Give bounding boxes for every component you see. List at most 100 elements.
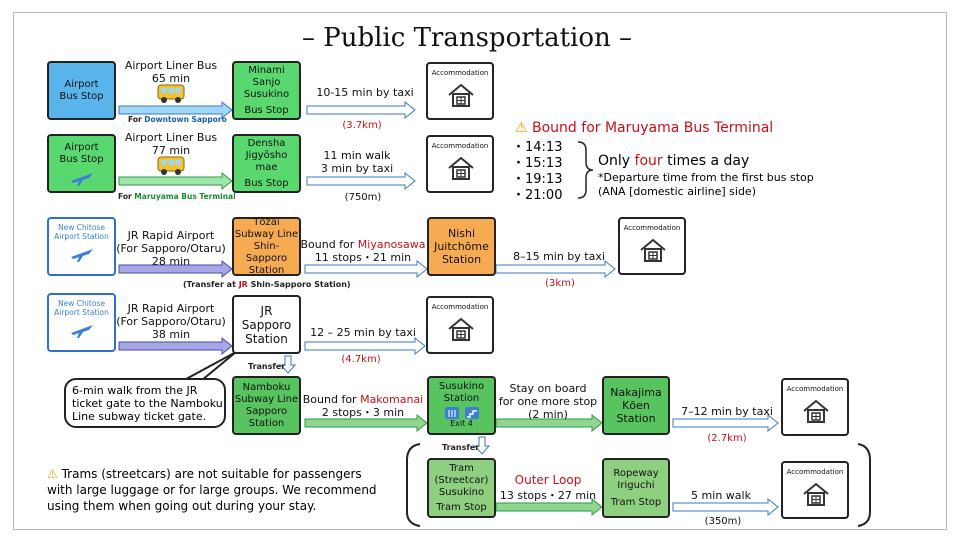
exit-stairs-icon: [464, 407, 479, 419]
row4-new-chitose-station: New Chitose Airport Station: [47, 293, 116, 352]
row6-stop-line3: Susukino: [438, 486, 485, 498]
row3-stop-line1: Tōzai: [253, 216, 280, 228]
row1-bus-line: Airport Liner Bus 65 min: [125, 59, 217, 85]
row3-nishi-juitchome: Nishi Juitchōme Station: [427, 217, 496, 276]
arrow-row5-subway: [304, 413, 428, 433]
row3-new-chitose-station: New Chitose Airport Station: [47, 217, 116, 276]
row3-transfer-note: (Transfer at JR Shin-Sapporo Station): [183, 280, 351, 289]
row1-origin-line2: Bus Stop: [59, 90, 104, 102]
row4-stop-line1: JR: [260, 303, 273, 318]
airplane-icon: [70, 173, 93, 186]
row4-acc-label: Accommodation: [431, 303, 489, 311]
row2-walk: 11 min walk 3 min by taxi: [321, 149, 393, 175]
page-title: – Public Transportation –: [301, 23, 633, 53]
row5-acc-label: Accommodation: [786, 385, 844, 393]
row5-stop-line2: Subway Line: [234, 393, 299, 405]
arrow-row3-subway: [304, 259, 428, 279]
row5-stay-line3: (2 min): [528, 408, 568, 421]
row6-stop2-line2: Iriguchi: [617, 479, 655, 491]
row5-stop-line3: Sapporo: [245, 405, 288, 417]
ticket-gate-icons: [444, 407, 479, 419]
row3-transfer-c: Shin-Sapporo Station): [247, 280, 351, 289]
row1-airport-bus-stop: Airport Bus Stop: [47, 61, 116, 120]
arrow-row5-stay: [495, 413, 603, 433]
row3-train-name: JR Rapid Airport: [127, 229, 215, 242]
row3-transfer-b: JR: [238, 280, 248, 289]
row5-susukino-station: Susukino Station Exit 4: [427, 376, 496, 435]
row2-densha-stop: Densha Jigyōsho mae Bus Stop: [232, 134, 301, 193]
notice-heading: ⚠ Bound for Maruyama Bus Terminal: [515, 119, 773, 137]
arrow-row6-tram: [495, 497, 603, 517]
row6-stop-line2: (Streetcar): [434, 474, 489, 486]
row1-bus-time: 65 min: [151, 72, 191, 85]
row2-stop-line1: Densha: [247, 137, 286, 149]
row2-acc-label: Accommodation: [431, 142, 489, 150]
row5-stop3-line3: Station: [616, 412, 656, 425]
row3-stop2-line2: Juitchōme: [434, 240, 489, 253]
notice-note2: (ANA [domestic airline] side): [598, 185, 756, 198]
row2-for-prefix: For: [118, 192, 135, 201]
row4-distance: (4.7km): [341, 354, 381, 365]
row5-stay: Stay on board for one more stop (2 min): [499, 382, 597, 421]
row3-stop-line4: Station: [248, 264, 285, 276]
row1-for-prefix: For: [128, 115, 145, 124]
notice-time: ・19:13: [512, 172, 563, 187]
times-brace: [577, 141, 594, 199]
row3-train-dir: (For Sapporo/Otaru): [116, 242, 226, 255]
arrow-row4-train: [118, 336, 233, 356]
row4-jr-sapporo-station: JR Sapporo Station: [232, 295, 301, 354]
row4-taxi: 12 – 25 min by taxi: [310, 326, 416, 339]
row1-for-dest: Downtown Sapporo: [144, 115, 227, 124]
row3-train-time: 28 min: [151, 255, 191, 268]
row5-accommodation: Accommodation: [781, 378, 849, 436]
walk-bubble: 6-min walk from the JR ticket gate to th…: [64, 378, 226, 428]
row6-stop2-line1: Ropeway: [613, 467, 659, 479]
row3-tozai-shin-sapporo: Tōzai Subway Line Shin-Sapporo Station: [232, 217, 301, 276]
row5-transfer-label: Transfer: [442, 443, 480, 452]
tram-bracket-left: [406, 443, 421, 527]
row1-taxi: 10-15 min by taxi: [316, 86, 414, 99]
row5-stop2-line1: Susukino: [438, 381, 485, 392]
row1-stop-line1: Minami Sanjo: [248, 64, 285, 88]
arrow-row1-taxi: [306, 100, 416, 120]
house-icon: [448, 317, 474, 341]
arrow-row3-train: [118, 259, 233, 279]
notice-note1: *Departure time from the first bus stop: [598, 171, 814, 184]
row4-origin-line1: New Chitose: [58, 299, 105, 308]
row2-bus-line: Airport Liner Bus 77 min: [125, 131, 217, 157]
row6-tram-susukino: Tram (Streetcar) Susukino Tram Stop: [427, 458, 496, 518]
notice-only-c: times a day: [662, 153, 750, 169]
row5-bound-dest: Makomanai: [360, 393, 424, 406]
row2-airport-bus-stop: Airport Bus Stop: [47, 134, 116, 193]
row4-accommodation: Accommodation: [426, 296, 494, 354]
row3-stop2-line3: Station: [441, 253, 482, 266]
row3-stop-line2: Subway Line: [234, 228, 299, 240]
row2-stop-line3: Bus Stop: [244, 177, 289, 189]
row5-stops: 2 stops・3 min: [321, 406, 405, 419]
ticket-gate-icon: [444, 407, 459, 419]
row5-stop-line1: Namboku: [242, 381, 291, 393]
row2-for-dest: Maruyama Bus Terminal: [134, 192, 236, 201]
notice-time: ・14:13: [512, 140, 563, 155]
bubble-line2: ticket gate to the Namboku: [72, 397, 223, 410]
row5-bound: Bound for Makomanai 2 stops・3 min: [303, 393, 424, 419]
row1-for-label: For Downtown Sapporo: [128, 115, 227, 124]
row2-bus-time: 77 min: [151, 144, 191, 157]
warning-line2: with large luggage or for large groups. …: [47, 483, 377, 497]
row1-acc-label: Accommodation: [431, 69, 489, 77]
row4-train-time: 38 min: [151, 328, 191, 341]
row5-bound-prefix: Bound for: [302, 393, 361, 406]
row3-stops: 11 stops・21 min: [314, 251, 412, 264]
bus-icon: [157, 84, 185, 108]
arrow-row2-bus: [118, 171, 233, 191]
row6-accommodation: Accommodation: [781, 461, 849, 519]
row1-stop-line3: Bus Stop: [244, 104, 289, 116]
notice-only-b: four: [634, 153, 663, 169]
row4-train-line: JR Rapid Airport (For Sapporo/Otaru) 38 …: [116, 302, 226, 341]
row2-stop-line2: Jigyōsho mae: [245, 149, 288, 173]
row3-acc-label: Accommodation: [623, 224, 681, 232]
row4-stop-line3: Station: [245, 331, 288, 346]
row2-origin-line2: Bus Stop: [59, 154, 104, 165]
row5-distance: (2.7km): [707, 433, 747, 444]
house-icon: [803, 482, 829, 506]
